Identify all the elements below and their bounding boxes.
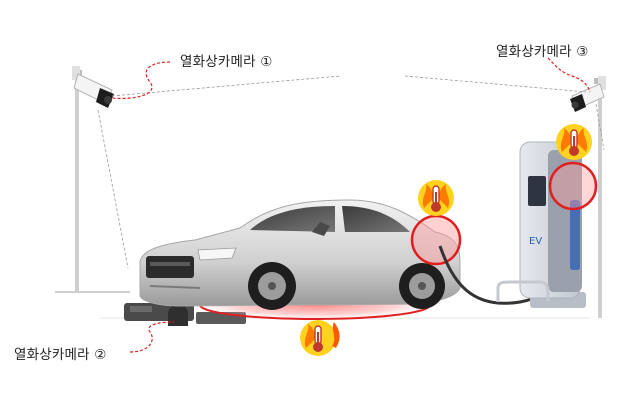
thermometer-flame-icon	[556, 124, 592, 160]
camera-1-callout-line	[111, 61, 171, 100]
camera-3-view-lines	[404, 75, 605, 151]
camera-3-label: 열화상카메라 ③	[496, 44, 589, 60]
camera-1-view-lines	[97, 75, 341, 269]
ev-charger: EV	[496, 141, 586, 308]
camera-3-callout-line	[547, 57, 591, 93]
camera-2-callout-line	[129, 321, 175, 353]
charging-port-heat-zone	[410, 214, 462, 266]
camera-2-label: 열화상카메라 ②	[14, 347, 107, 363]
thermal-camera-2	[124, 303, 246, 326]
charger-heat-zone	[548, 161, 598, 211]
thermometer-flame-icon	[300, 320, 340, 356]
charger-ev-logo: EV	[529, 236, 542, 247]
thermal-camera-3	[570, 76, 606, 112]
camera-1-pole	[72, 70, 82, 292]
thermometer-flame-icon	[418, 180, 454, 216]
camera-3-pole	[594, 78, 606, 318]
camera-1-label: 열화상카메라 ①	[180, 54, 273, 70]
thermal-camera-1	[72, 66, 114, 108]
electric-car	[139, 199, 461, 310]
